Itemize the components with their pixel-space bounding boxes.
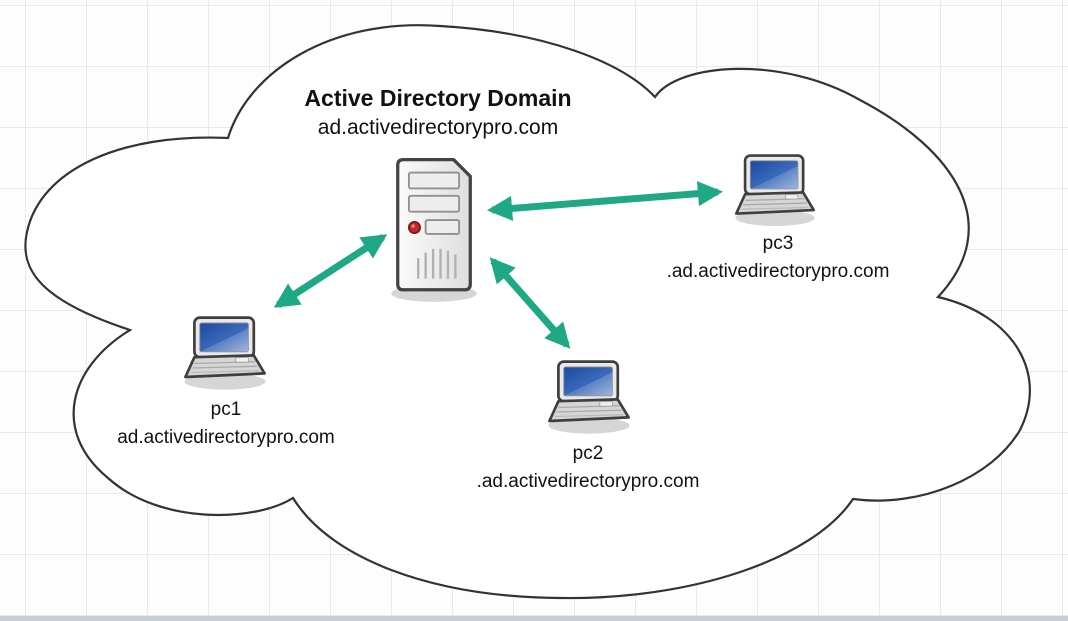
node-label-pc3: pc3 .ad.activedirectorypro.com [667, 230, 890, 286]
laptop-icon-pc3 [734, 154, 816, 228]
bottom-edge-strip [0, 616, 1068, 621]
node-name: pc3 [762, 233, 794, 254]
arrow-server-pc2 [489, 257, 571, 349]
arrow-server-pc1 [273, 234, 388, 308]
node-name: pc1 [210, 399, 242, 420]
domain-subtitle: ad.activedirectorypro.com [317, 116, 559, 139]
laptop-icon-pc2 [547, 360, 631, 435]
arrow-server-pc3 [486, 181, 724, 221]
domain-title-block: Active Directory Domain ad.activedirecto… [304, 85, 571, 141]
node-name: pc2 [572, 443, 604, 464]
laptop-icon-pc1 [183, 316, 267, 391]
node-label-pc1: pc1 ad.activedirectorypro.com [117, 396, 335, 452]
node-label-pc2: pc2 .ad.activedirectorypro.com [477, 440, 700, 496]
node-domain: .ad.activedirectorypro.com [666, 261, 890, 282]
node-domain: ad.activedirectorypro.com [117, 427, 335, 448]
domain-title: Active Directory Domain [304, 85, 572, 111]
node-domain: .ad.activedirectorypro.com [476, 471, 700, 492]
server-icon [389, 157, 479, 304]
